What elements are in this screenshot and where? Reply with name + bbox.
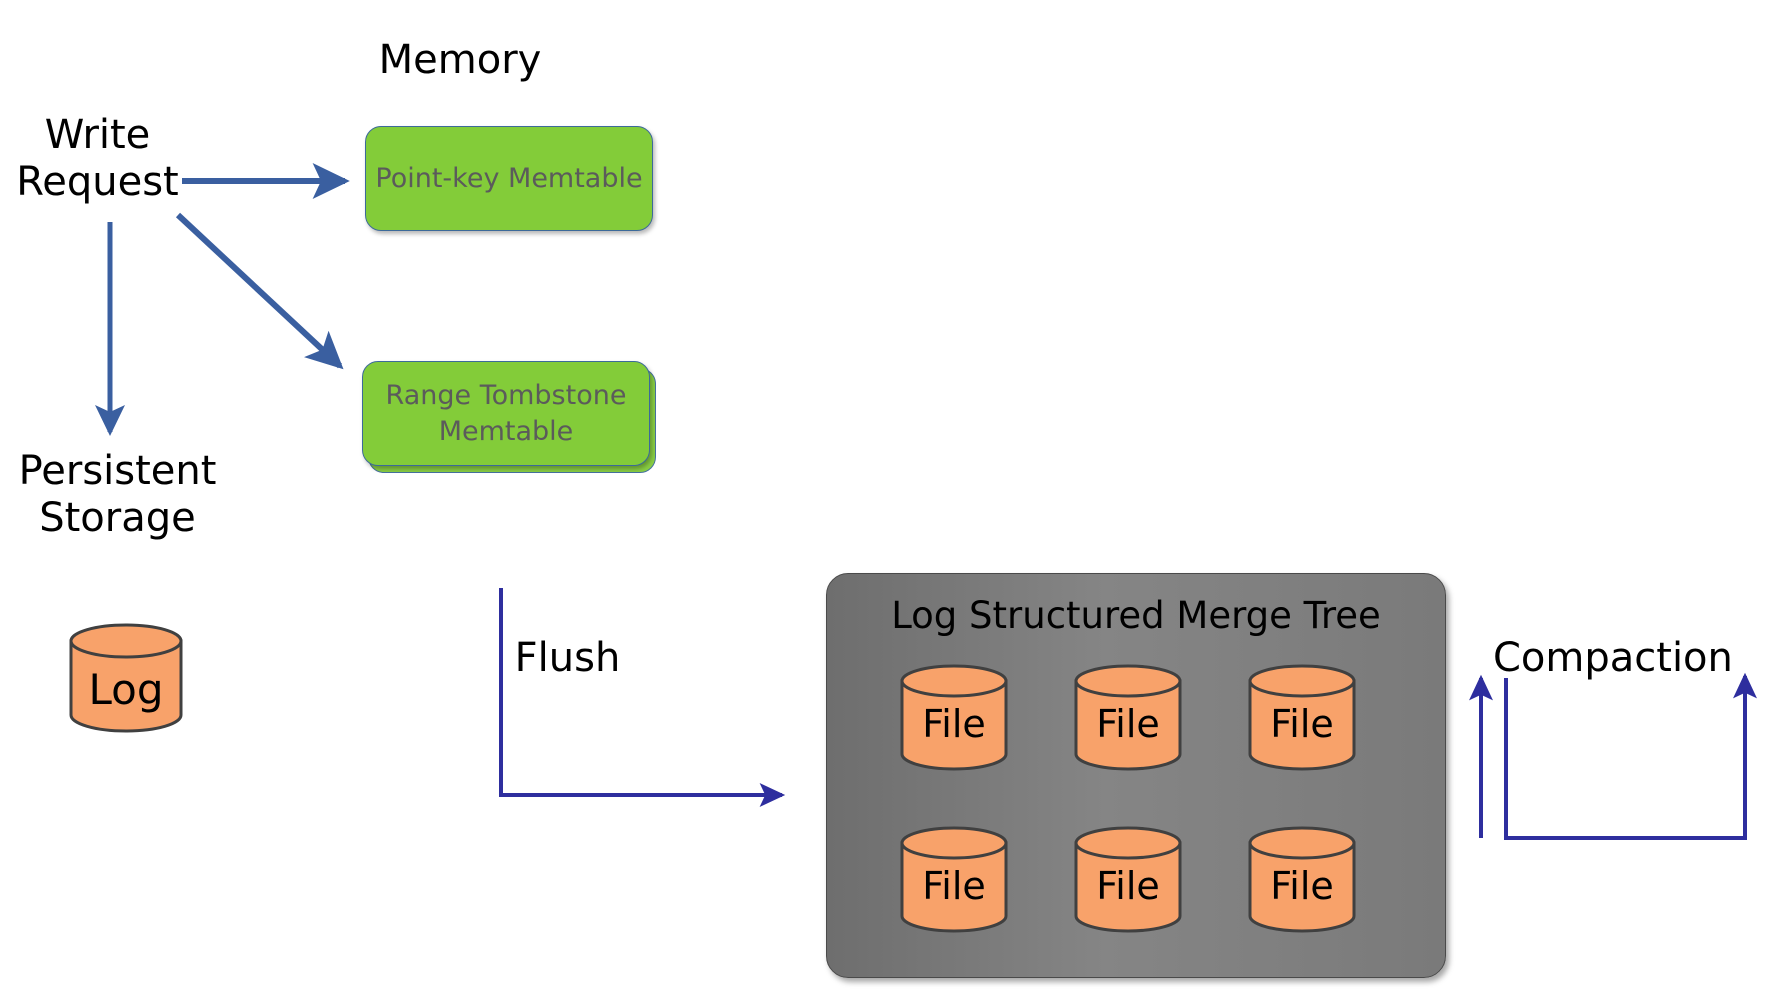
lsm-tree-title: Log Structured Merge Tree (891, 594, 1381, 637)
arrow-compaction-loop (1504, 672, 1757, 840)
compaction-label: Compaction (1493, 635, 1733, 681)
range-tombstone-memtable-label: Range Tombstone Memtable (385, 380, 627, 447)
point-key-memtable-box[interactable]: Point-key Memtable (365, 126, 653, 231)
arrow-write-to-range-tombstone-memtable (175, 212, 344, 370)
flush-label: Flush (514, 635, 621, 681)
file-cylinder[interactable]: File (1247, 826, 1357, 934)
arrow-flush (499, 588, 786, 807)
point-key-memtable-label: Point-key Memtable (375, 162, 643, 194)
write-request-label: Write Request (16, 112, 179, 206)
file-cylinder[interactable]: File (1247, 664, 1357, 772)
memory-title: Memory (378, 37, 542, 83)
range-tombstone-memtable-box[interactable]: Range Tombstone Memtable (362, 361, 650, 466)
log-cylinder[interactable]: Log (68, 623, 184, 733)
file-cylinder[interactable]: File (899, 664, 1009, 772)
persistent-storage-label: Persistent Storage (18, 448, 217, 542)
file-cylinder[interactable]: File (899, 826, 1009, 934)
file-cylinder[interactable]: File (1073, 826, 1183, 934)
file-cylinder[interactable]: File (1073, 664, 1183, 772)
